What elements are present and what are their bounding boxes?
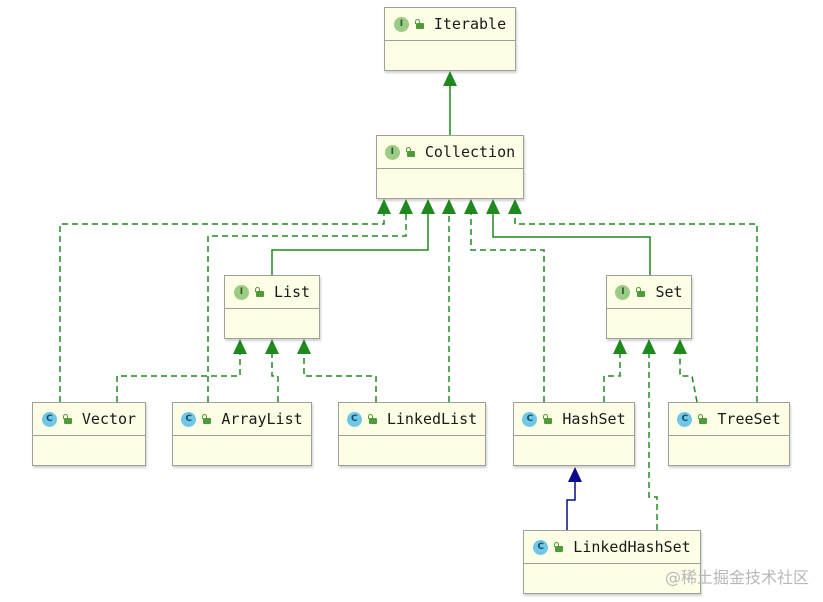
edge-linkedlist-to-list bbox=[303, 354, 377, 402]
node-linkedhashset[interactable]: C LinkedHashSet bbox=[523, 530, 701, 594]
interface-icon: I bbox=[393, 16, 409, 32]
node-label: LinkedHashSet bbox=[573, 538, 691, 556]
arrowhead-vector-to-collection bbox=[377, 199, 391, 214]
edge-linkedhashset-to-set bbox=[648, 354, 658, 530]
arrowhead-linkedhashset-to-hashset bbox=[568, 467, 582, 482]
class-icon: C bbox=[677, 411, 693, 427]
interface-icon: I bbox=[615, 284, 631, 300]
arrowhead-hashset-to-set bbox=[613, 339, 627, 354]
public-lock-icon bbox=[554, 542, 564, 552]
class-icon: C bbox=[533, 539, 549, 555]
public-lock-icon bbox=[254, 287, 264, 297]
arrowhead-hashset-to-collection bbox=[464, 199, 478, 214]
arrowhead-linkedhashset-to-set bbox=[642, 339, 656, 354]
arrowhead-linkedlist-to-collection bbox=[442, 199, 456, 214]
arrowhead-list-to-collection bbox=[421, 199, 435, 214]
node-hashset[interactable]: C HashSet bbox=[513, 402, 635, 466]
edge-hashset-to-set bbox=[603, 354, 621, 402]
arrowhead-treeset-to-set bbox=[673, 339, 687, 354]
edge-set-to-collection bbox=[492, 214, 651, 275]
edge-hashset-to-collection bbox=[470, 214, 545, 402]
node-label: HashSet bbox=[562, 410, 626, 428]
edge-arraylist-to-list bbox=[271, 354, 279, 402]
class-icon: C bbox=[346, 411, 362, 427]
public-lock-icon bbox=[543, 414, 553, 424]
edge-arraylist-to-collection bbox=[207, 214, 407, 402]
public-lock-icon bbox=[698, 414, 708, 424]
arrowhead-vector-to-list bbox=[233, 339, 247, 354]
edge-treeset-to-collection bbox=[514, 214, 758, 402]
edge-list-to-collection bbox=[271, 214, 429, 275]
node-label: TreeSet bbox=[717, 410, 781, 428]
arrowhead-treeset-to-collection bbox=[508, 199, 522, 214]
node-treeset[interactable]: C TreeSet bbox=[668, 402, 790, 466]
node-label: Vector bbox=[81, 410, 137, 428]
arrowhead-collection-to-iterable bbox=[443, 71, 457, 86]
edge-vector-to-collection bbox=[59, 214, 385, 402]
edge-linkedhashset-to-hashset bbox=[566, 482, 576, 530]
watermark-text: @稀土掘金技术社区 bbox=[664, 568, 809, 587]
arrowhead-linkedlist-to-list bbox=[297, 339, 311, 354]
node-iterable[interactable]: I Iterable bbox=[384, 7, 516, 71]
interface-icon: I bbox=[384, 144, 400, 160]
arrowhead-arraylist-to-list bbox=[265, 339, 279, 354]
interface-icon: I bbox=[233, 284, 249, 300]
edge-treeset-to-set bbox=[679, 354, 698, 403]
edge-vector-to-list bbox=[116, 354, 241, 402]
node-label: ArrayList bbox=[221, 410, 303, 428]
public-lock-icon bbox=[367, 414, 377, 424]
node-label: Set bbox=[655, 283, 683, 301]
class-icon: C bbox=[41, 411, 57, 427]
node-label: LinkedList bbox=[386, 410, 478, 428]
node-linkedlist[interactable]: C LinkedList bbox=[338, 402, 486, 466]
node-arraylist[interactable]: C ArrayList bbox=[172, 402, 312, 466]
node-label: Iterable bbox=[433, 15, 507, 33]
public-lock-icon bbox=[202, 414, 212, 424]
arrowhead-arraylist-to-collection bbox=[399, 199, 413, 214]
public-lock-icon bbox=[636, 287, 646, 297]
node-collection[interactable]: I Collection bbox=[376, 135, 524, 199]
node-label: List bbox=[273, 283, 311, 301]
public-lock-icon bbox=[414, 19, 424, 29]
node-vector[interactable]: C Vector bbox=[32, 402, 146, 466]
node-list[interactable]: I List bbox=[224, 275, 320, 339]
public-lock-icon bbox=[62, 414, 72, 424]
public-lock-icon bbox=[405, 147, 415, 157]
node-label: Collection bbox=[424, 143, 516, 161]
class-icon: C bbox=[181, 411, 197, 427]
arrowhead-set-to-collection bbox=[486, 199, 500, 214]
node-set[interactable]: I Set bbox=[606, 275, 692, 339]
class-icon: C bbox=[522, 411, 538, 427]
